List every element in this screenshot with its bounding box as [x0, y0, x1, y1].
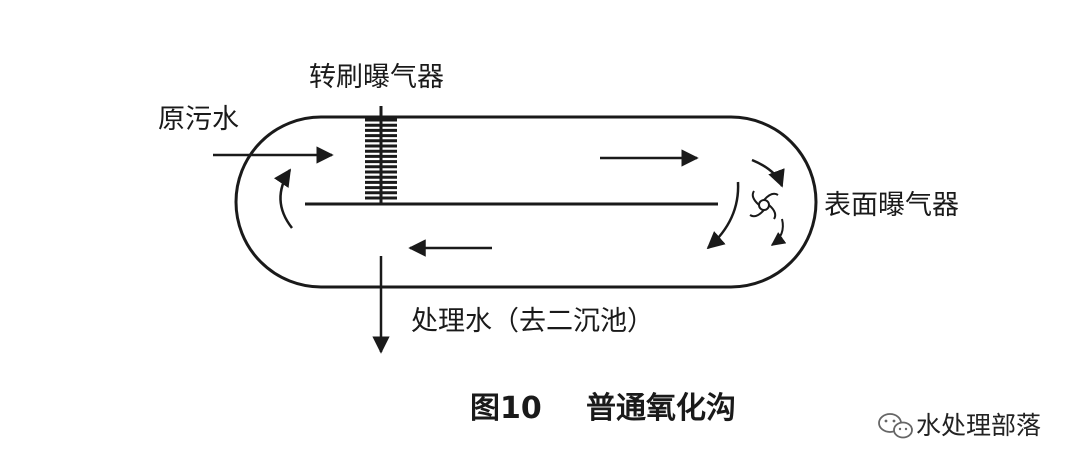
- ditch-outline: [234, 115, 818, 289]
- wechat-icon: [878, 413, 913, 439]
- brush-aerator: [365, 106, 397, 204]
- flow-arrow-right-bottom-curve: [706, 181, 740, 250]
- surface-aerator: [749, 190, 787, 246]
- caption-number: 图10: [470, 391, 542, 426]
- flow-arrow-left-curve: [273, 168, 293, 229]
- watermark: 水处理部落: [878, 411, 1041, 440]
- flow-arrow-right-top-curve: [751, 158, 785, 188]
- label-treated-water: 处理水（去二沉池）: [411, 306, 654, 337]
- label-brush-aerator: 转刷曝气器: [309, 62, 444, 93]
- label-raw-water: 原污水: [158, 104, 239, 135]
- watermark-text: 水处理部落: [916, 411, 1041, 440]
- caption-title: 普通氧化沟: [586, 391, 736, 426]
- label-surface-aerator: 表面曝气器: [824, 190, 959, 221]
